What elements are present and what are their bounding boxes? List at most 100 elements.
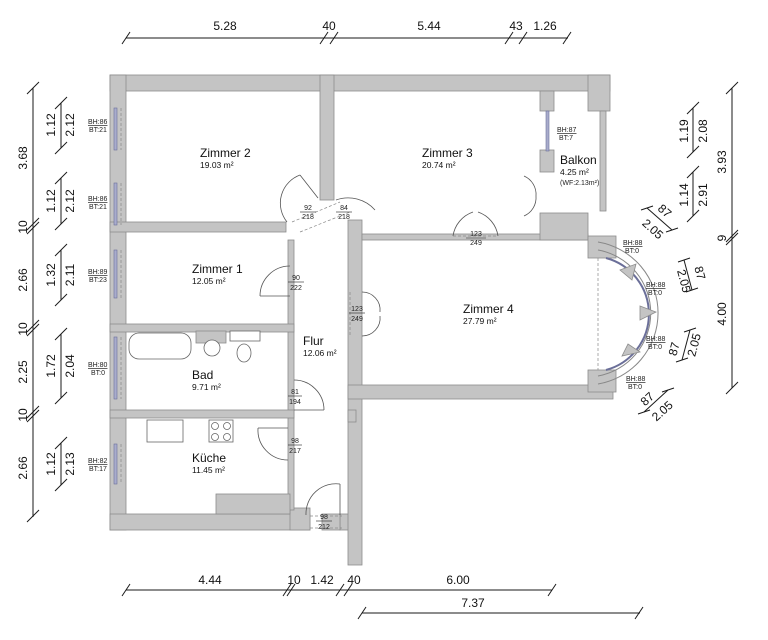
window-bh: BH:80 [88,362,108,369]
room-name: Küche [192,451,226,465]
bay-width: 87 [666,340,683,357]
room-name: Bad [192,368,213,382]
left-dimension-chain: 3.68 10 2.66 10 2.25 10 2.66 [16,81,40,523]
window-bh: BH:88 [646,282,666,289]
window-bt: BT:21 [89,204,107,211]
room-area: 11.45 m² [192,465,225,475]
bottom-dimension-chain: 4.44 10 1.42 40 6.00 7.37 [121,573,644,620]
doors [257,174,537,529]
bay-height: 2.05 [639,216,666,242]
sink [146,419,184,443]
window-width: 1.72 [44,354,58,378]
dimension-label: 7.37 [461,596,485,610]
dimension-label: 2.66 [16,268,30,292]
room-name: Zimmer 2 [200,146,251,160]
dimension-label: 10 [287,573,301,587]
left-window-dimensions: 1.12 2.12 1.12 2.12 1.32 2.11 1.72 2.04 … [44,96,77,492]
window-labels: BH:86 BT:21 BH:86 BT:21 BH:89 BT:23 BH:8… [88,119,666,473]
fixtures [128,330,261,443]
bay-height: 2.05 [674,268,694,294]
dimension-label: 4.00 [715,302,729,326]
room-area: 9.71 m² [192,382,221,392]
dimension-label: 3.68 [16,146,30,170]
dimension-label: 2.25 [16,360,30,384]
dimension-label: 40 [322,19,336,33]
bathtub [128,332,192,360]
dimension-label: 9 [715,234,729,241]
window-width: 1.19 [677,119,691,143]
window-height: 2.04 [63,354,77,378]
room-name: Flur [303,334,324,348]
walls [109,74,617,566]
room-labels: Zimmer 2 19.03 m² Zimmer 3 20.74 m² Balk… [192,146,599,475]
door-labels: 92 218 84 218 123 249 90 222 123 249 81 … [288,205,486,531]
window-bt: BT:17 [89,466,107,473]
window-bh: BH:86 [88,119,108,126]
door-width: 90 [292,275,300,282]
bay-height: 2.05 [684,332,704,358]
door-height: 194 [289,399,301,406]
door-height: 249 [470,240,482,247]
door-width: 84 [340,205,348,212]
left-windows [113,107,122,485]
window-height: 2.12 [63,113,77,137]
door-width: 123 [470,231,482,238]
right-dimension-chain: 3.93 9 4.00 1.19 2.08 1.14 2.91 [677,81,739,395]
dimension-label: 6.00 [446,573,470,587]
door-width: 98 [320,514,328,521]
door-width: 92 [304,205,312,212]
room-note: (WF:2.13m²) [560,180,599,187]
door-height: 218 [338,214,350,221]
door-height: 218 [302,214,314,221]
window-width: 1.12 [44,189,58,213]
dimension-label: 10 [16,408,30,422]
door-width: 123 [351,306,363,313]
door-height: 222 [290,285,302,292]
door-width: 98 [291,438,299,445]
bay-width: 87 [638,389,658,409]
room-name: Zimmer 3 [422,146,473,160]
door-width: 81 [291,389,299,396]
top-dimension-chain: 5.28 40 5.44 43 1.26 [121,19,572,45]
dimension-label: 10 [16,322,30,336]
window-bh: BH:88 [626,376,646,383]
room-area: 20.74 m² [422,160,456,170]
dimension-label: 5.44 [417,19,441,33]
room-area: 12.06 m² [303,348,337,358]
window-bt: BT:0 [648,344,662,351]
window-height: 2.12 [63,189,77,213]
window-bh: BH:88 [623,240,643,247]
window-height: 2.13 [63,452,77,476]
window-bh: BH:86 [88,196,108,203]
window-height: 2.91 [696,183,710,207]
window-bt: BT:21 [89,127,107,134]
dimension-label: 43 [509,19,523,33]
room-area: 27.79 m² [463,316,497,326]
dimension-label: 1.26 [533,19,557,33]
window-bh: BH:82 [88,458,108,465]
window-bt: BT:0 [625,248,639,255]
window-width: 1.14 [677,183,691,207]
dimension-label: 40 [347,573,361,587]
window-bt: BT:0 [648,290,662,297]
room-name: Balkon [560,153,597,167]
door-height: 212 [318,524,330,531]
dimension-label: 10 [16,220,30,234]
room-area: 12.05 m² [192,276,226,286]
dimension-label: 5.28 [213,19,237,33]
window-bh: BH:89 [88,269,108,276]
room-name: Zimmer 1 [192,262,243,276]
window-height: 2.08 [696,119,710,143]
dimension-label: 2.66 [16,456,30,480]
window-bt: BT:7 [559,135,573,142]
window-width: 1.12 [44,113,58,137]
room-name: Zimmer 4 [463,302,514,316]
window-width: 1.32 [44,263,58,287]
window-bh: BH:88 [646,336,666,343]
window-height: 2.11 [63,263,77,286]
balcony-window [545,110,550,152]
door-height: 249 [351,316,363,323]
dimension-label: 1.42 [310,573,334,587]
dimension-label: 4.44 [198,573,222,587]
